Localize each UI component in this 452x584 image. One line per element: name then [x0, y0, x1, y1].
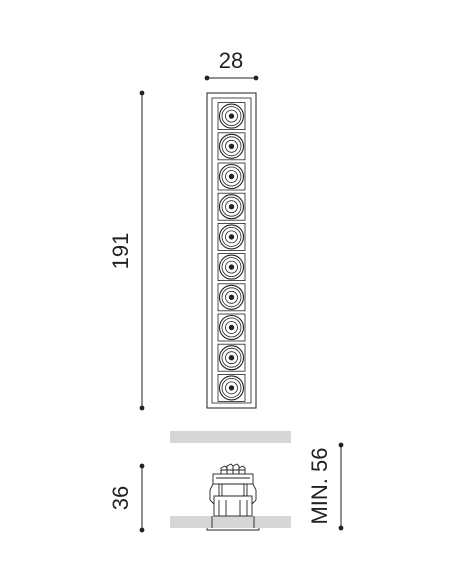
- led-module: [217, 283, 246, 312]
- led-module: [217, 162, 246, 191]
- ceiling-upper-slab: [170, 431, 291, 443]
- length-dimension: 191: [108, 90, 145, 411]
- side-view: 36 MIN. 56: [108, 431, 344, 533]
- height-dimension: 36: [108, 463, 145, 533]
- led-module: [217, 253, 246, 282]
- ceiling-lower-panel: [170, 516, 291, 528]
- led-module: [217, 343, 246, 372]
- fixture-section: [206, 463, 260, 531]
- width-label: 28: [219, 48, 243, 73]
- led-module: [217, 132, 246, 161]
- led-module: [217, 313, 246, 342]
- luminaire-top-outline: [206, 92, 257, 409]
- height-label: 36: [108, 486, 133, 510]
- led-module: [217, 222, 246, 251]
- led-module-group: [217, 102, 246, 402]
- led-module: [217, 102, 246, 130]
- led-module: [217, 373, 246, 402]
- top-view: 28 191: [108, 48, 259, 411]
- led-module: [217, 192, 246, 221]
- width-dimension: 28: [204, 48, 259, 81]
- length-label: 191: [108, 233, 133, 270]
- min-ceiling-label: MIN. 56: [307, 447, 332, 524]
- min-ceiling-dimension: MIN. 56: [307, 442, 344, 531]
